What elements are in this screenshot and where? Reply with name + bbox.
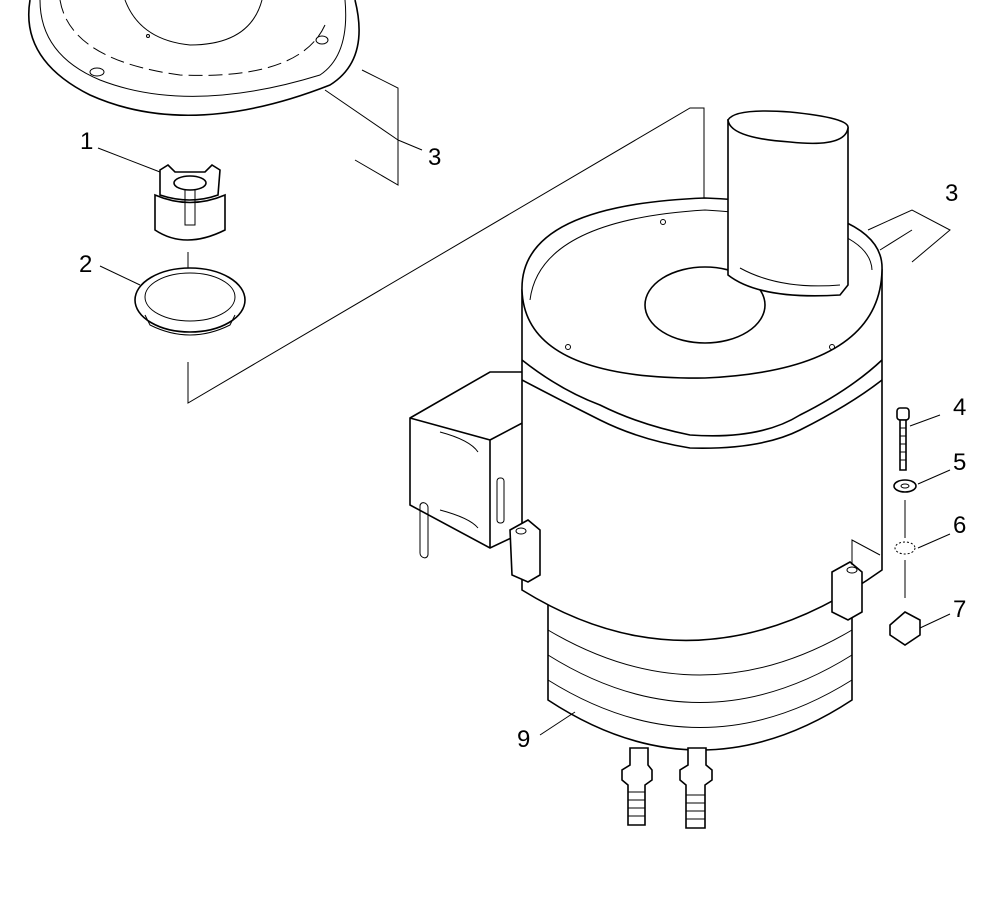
leader-2 [99, 265, 141, 286]
callout-6: 6 [953, 512, 967, 539]
assembly-line [187, 107, 705, 404]
callout-7: 7 [953, 596, 967, 623]
air-duct [727, 110, 849, 297]
mounting-brackets [509, 519, 881, 621]
part-2-ring [134, 267, 246, 336]
leader-3b [867, 209, 951, 263]
motor-housing [521, 197, 883, 642]
leader-3a [324, 69, 423, 186]
part-1-retainer [154, 163, 226, 305]
cover-plate [28, 0, 360, 117]
callout-9: 9 [517, 726, 531, 753]
leader-9 [539, 711, 576, 736]
leader-1 [97, 147, 161, 173]
callout-5: 5 [953, 449, 967, 476]
callout-3-right: 3 [945, 180, 959, 207]
callout-4: 4 [953, 394, 967, 421]
hose-fittings [621, 747, 713, 829]
hardware-stack [889, 407, 951, 646]
callout-1: 1 [80, 128, 94, 155]
callout-3-top: 3 [428, 144, 442, 171]
callout-2: 2 [79, 251, 93, 278]
